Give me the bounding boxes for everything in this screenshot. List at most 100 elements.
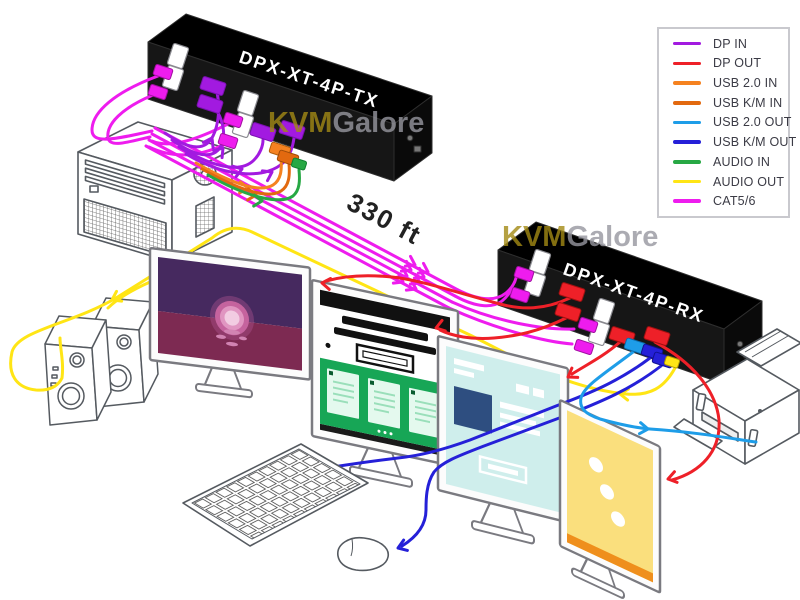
dp-plug [249, 122, 277, 142]
rx-dp-plugs [554, 282, 671, 346]
cat56-cables [90, 74, 576, 346]
cat56-plug [577, 317, 599, 333]
legend-swatch [673, 160, 701, 164]
rx-audio-jack [663, 355, 681, 369]
legend-swatch [673, 179, 701, 184]
screen-sky [158, 256, 302, 329]
legend-label: USB 2.0 OUT [713, 115, 792, 130]
monitor-base [195, 382, 253, 399]
site-header [320, 289, 450, 333]
audio-out-cable [9, 226, 677, 396]
keyboard [182, 443, 369, 547]
monitor-base [571, 567, 625, 599]
dp-plug [554, 302, 582, 322]
printer-panel [695, 392, 707, 412]
monitor-3 [436, 335, 570, 545]
dp-plug [278, 120, 306, 140]
audio-out-branch [106, 280, 152, 310]
reflection [224, 329, 240, 335]
dp-out-cable-1 [324, 274, 572, 310]
legend-swatch [673, 101, 701, 105]
cat56-end [450, 300, 576, 331]
sun [224, 310, 240, 326]
usbkm-in-cable [200, 162, 291, 202]
legend-swatch [673, 41, 701, 46]
legend: DP IN DP OUT USB 2.0 IN USB K/M IN USB 2… [657, 27, 796, 218]
cat56-loop [90, 74, 160, 141]
dp-plug [558, 282, 586, 302]
monitor-base [471, 520, 535, 545]
dp-in-cable [177, 138, 265, 169]
audio-plug [663, 355, 681, 369]
legend-swatch [673, 199, 701, 203]
rx-power-jack [736, 340, 744, 348]
printer [673, 328, 800, 465]
cat56-plug [152, 64, 174, 80]
screen-sea [158, 310, 302, 371]
cat56-plug [222, 112, 244, 128]
monitor-1 [148, 246, 312, 399]
tower-bay-slot [84, 175, 166, 205]
mouse [337, 536, 389, 572]
legend-label: USB K/M OUT [713, 135, 797, 150]
legend-item: DP IN [673, 35, 788, 53]
watermark-kvm: KVM [502, 221, 566, 253]
site-cards [327, 368, 441, 439]
legend-label: USB K/M IN [713, 95, 783, 110]
rx-cat56-plugs [509, 266, 599, 355]
legend-item: USB 2.0 OUT [673, 113, 791, 131]
watermark-galore: Galore [332, 107, 424, 139]
legend-item: AUDIO IN [673, 153, 788, 171]
legend-item: USB 2.0 IN [673, 74, 788, 92]
legend-item: CAT5/6 [673, 192, 788, 210]
legend-label: AUDIO OUT [713, 174, 785, 189]
dp-plug [199, 76, 227, 96]
keyboard-keys [191, 448, 361, 540]
watermark-tx: KVMGalore [268, 107, 424, 139]
rx-rj45-jacks [523, 248, 616, 347]
usbkm-out-cables [315, 356, 663, 555]
dp-out-cable-4 [653, 340, 721, 486]
dp-out-cable-3 [570, 340, 622, 376]
tx-power-jack [406, 134, 414, 142]
monitor-base [349, 465, 413, 488]
usb2-in-cable [194, 156, 283, 195]
watermark-kvm: KVM [268, 107, 332, 139]
cat56-bundle-line [147, 138, 454, 304]
usb2-out-cable [579, 350, 758, 444]
legend-swatch [673, 61, 701, 66]
tower-bay-slot [84, 159, 166, 189]
tx-cat56-plugs [147, 64, 244, 149]
tx-audio-jack [290, 157, 308, 171]
dp-out-cable-2 [438, 316, 568, 340]
audio-plug [290, 157, 308, 171]
legend-label: DP OUT [713, 56, 762, 71]
site-button [355, 343, 415, 374]
speaker-left [44, 315, 112, 426]
bezel-strip [320, 423, 450, 458]
tx-dp-plugs [196, 76, 306, 142]
mouse-body [337, 536, 389, 572]
dp-plug [643, 326, 671, 346]
legend-item: USB K/M OUT [673, 133, 796, 151]
printer-side [744, 389, 800, 465]
cat56-end [453, 287, 513, 308]
monitor-2 [310, 279, 460, 488]
watermark-galore: Galore [566, 221, 658, 253]
tx-device [147, 13, 433, 182]
keyboard-cable [320, 356, 652, 471]
dp-plug [196, 94, 224, 114]
legend-label: USB 2.0 IN [713, 76, 778, 91]
cat56-plug [147, 84, 169, 100]
mouse-buttons-line [350, 538, 354, 557]
cat56-plug [573, 339, 595, 355]
tower-side-vent [195, 196, 215, 238]
dp-out-cables-front [319, 274, 622, 384]
cat56-bundle-line [144, 144, 451, 310]
screen [446, 345, 560, 513]
cat56-plug [513, 266, 535, 282]
cat56-plug [217, 133, 239, 149]
cat56-loop [106, 93, 155, 145]
